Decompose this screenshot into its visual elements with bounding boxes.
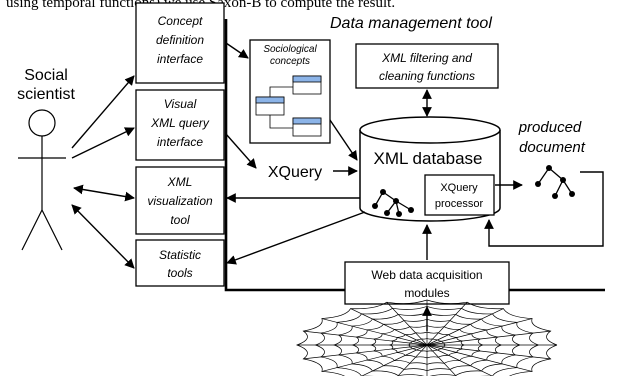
concept-definition-line1: Concept [158,14,203,28]
visualization-line2: visualization [147,194,213,208]
xquery-processor-line1: XQuery [440,182,478,194]
arrow-actor-statistic [71,204,135,269]
visual-query-box [135,89,225,161]
concept-definition-line3: interface [157,52,203,66]
visual-query-line3: interface [157,135,203,149]
statistic-line1: Statistic [159,248,201,262]
concept-mini-diagram [255,75,322,137]
sociological-line1: Sociological [263,44,317,55]
actor-label-line2: scientist [17,86,75,103]
visualization-line3: tool [170,213,190,227]
acquisition-line1: Web data acquisition [371,268,482,282]
filtering-line1: XML filtering and [381,51,472,65]
xquery-label: XQuery [268,164,322,181]
statistic-tools-box [135,239,225,287]
arrow-sociological-to-database [329,119,358,161]
statistic-line2: tools [167,266,192,280]
social-scientist-figure [18,109,66,251]
arrow-actor-visualization [73,184,135,202]
arrow-actor-concept [71,75,135,149]
filtering-box [355,43,499,89]
produced-document-tree-icon [535,165,575,199]
arrow-concept-to-sociological [225,42,249,59]
visualization-line1: XML [167,175,193,189]
xquery-processor-line2: processor [435,198,484,210]
visual-query-line1: Visual [164,97,197,111]
sociological-line2: concepts [270,56,310,67]
actor-label-line1: Social [24,67,68,84]
concept-definition-line2: definition [156,33,204,47]
arrow-document-feedback [484,171,604,247]
xquery-processor-box [424,174,495,216]
arrow-actor-query [71,127,135,159]
database-tree-icon [372,189,414,217]
arrow-query-to-xquery [225,133,257,169]
tool-title: Data management tool [330,15,492,32]
produced-document-line1: produced [518,119,582,136]
filtering-line2: cleaning functions [379,69,475,83]
acquisition-line2: modules [404,286,449,300]
visual-query-line2: XML query [150,116,210,130]
concept-definition-box [135,2,225,84]
arrow-database-to-statistic [226,211,366,265]
xml-database-label: XML database [374,149,483,168]
produced-document-line2: document [519,139,586,156]
visualization-tool-box [135,166,225,235]
